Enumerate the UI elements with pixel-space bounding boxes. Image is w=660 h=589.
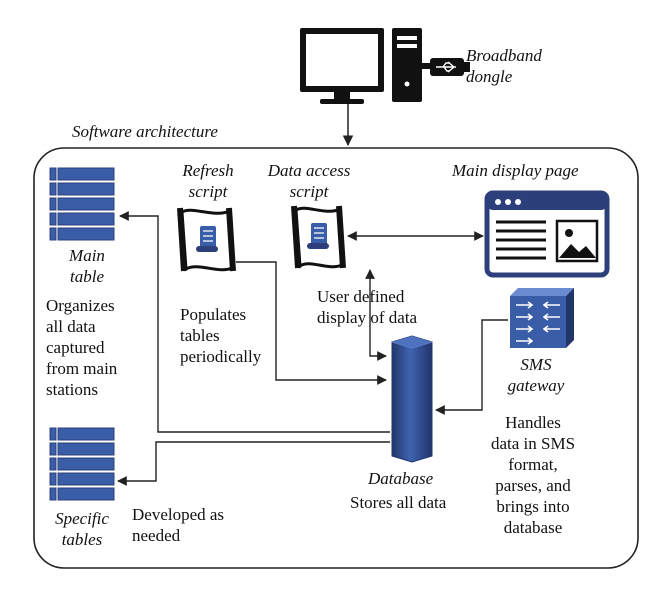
specific-tables-icon xyxy=(49,427,115,501)
main-display-page-label: Main display page xyxy=(452,161,579,180)
database-cylinder-icon xyxy=(391,335,433,463)
monitor-icon xyxy=(300,28,384,104)
refresh-script-description: Populates tables periodically xyxy=(180,305,262,366)
specific-tables-label: Specific tables xyxy=(55,509,109,549)
web-page-icon xyxy=(484,190,610,278)
refresh-script-to-database-arrow xyxy=(236,261,387,385)
refresh-script-label: Refresh script xyxy=(182,161,234,201)
usb-dongle-icon xyxy=(422,58,470,76)
sms-gateway-to-database-arrow xyxy=(435,319,508,415)
specific-tables-description: Developed as needed xyxy=(132,505,225,545)
sms-gateway-icon xyxy=(510,288,574,348)
pc-tower-icon xyxy=(392,28,422,102)
refresh-script-icon xyxy=(177,207,236,272)
software-architecture-title: Software architecture xyxy=(72,122,218,141)
main-table-icon xyxy=(48,167,116,242)
database-to-main-table-arrow xyxy=(119,211,390,433)
database-label: Database xyxy=(368,469,434,488)
data-access-script-description: User defined display of data xyxy=(317,287,418,327)
database-to-specific-tables-arrow xyxy=(117,441,390,486)
database-script-arrow xyxy=(365,269,387,361)
software-architecture-frame xyxy=(33,147,639,569)
data-access-script-label: Data access script xyxy=(267,161,351,201)
main-table-description: Organizes all data captured from main st… xyxy=(46,296,118,399)
broadband-dongle-label: Broadband dongle xyxy=(466,46,542,86)
database-description: Stores all data xyxy=(350,493,447,512)
data-access-script-icon xyxy=(291,205,346,269)
main-table-label: Main table xyxy=(69,246,105,286)
sms-gateway-description: Handles data in SMS format, parses, and … xyxy=(490,413,576,537)
sms-gateway-label: SMS gateway xyxy=(507,355,565,395)
